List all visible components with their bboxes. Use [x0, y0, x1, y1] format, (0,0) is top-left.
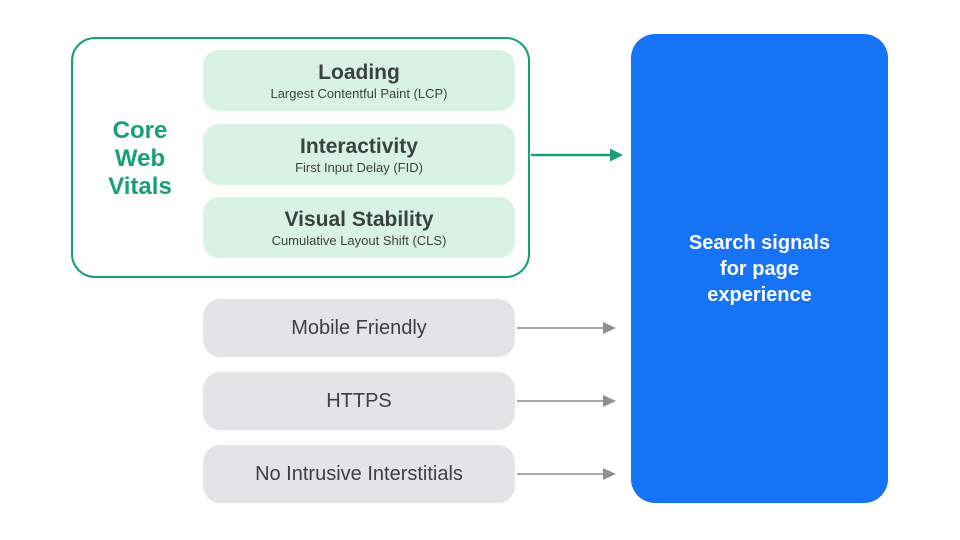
- arrow-mobile-friendly: [517, 322, 616, 334]
- arrow-no-intrusive-interstitials: [517, 468, 616, 480]
- core-web-vitals-label: Core Web Vitals: [108, 117, 172, 200]
- vital-subtitle-fid: First Input Delay (FID): [295, 159, 423, 175]
- vital-card-visual-stability: Visual Stability Cumulative Layout Shift…: [203, 197, 515, 258]
- signal-card-mobile-friendly: Mobile Friendly: [203, 299, 515, 357]
- vital-title-loading: Loading: [318, 60, 400, 84]
- search-signals-label: Search signals for page experience: [688, 231, 831, 306]
- arrow-https: [517, 395, 616, 407]
- signal-label-https: HTTPS: [326, 389, 392, 412]
- signal-card-no-intrusive-interstitials: No Intrusive Interstitials: [203, 445, 515, 503]
- signal-label-mobile-friendly: Mobile Friendly: [291, 316, 427, 339]
- vital-title-interactivity: Interactivity: [300, 134, 418, 158]
- vital-card-loading: Loading Largest Contentful Paint (LCP): [203, 50, 515, 111]
- arrow-core-web-vitals: [531, 148, 623, 162]
- vital-subtitle-cls: Cumulative Layout Shift (CLS): [271, 232, 447, 248]
- signal-label-no-intrusive-interstitials: No Intrusive Interstitials: [255, 462, 463, 485]
- search-signals-card: Search signals for page experience: [631, 34, 888, 503]
- vital-title-visual-stability: Visual Stability: [284, 207, 434, 231]
- vital-subtitle-lcp: Largest Contentful Paint (LCP): [270, 85, 448, 101]
- vital-card-interactivity: Interactivity First Input Delay (FID): [203, 124, 515, 185]
- signal-card-https: HTTPS: [203, 372, 515, 430]
